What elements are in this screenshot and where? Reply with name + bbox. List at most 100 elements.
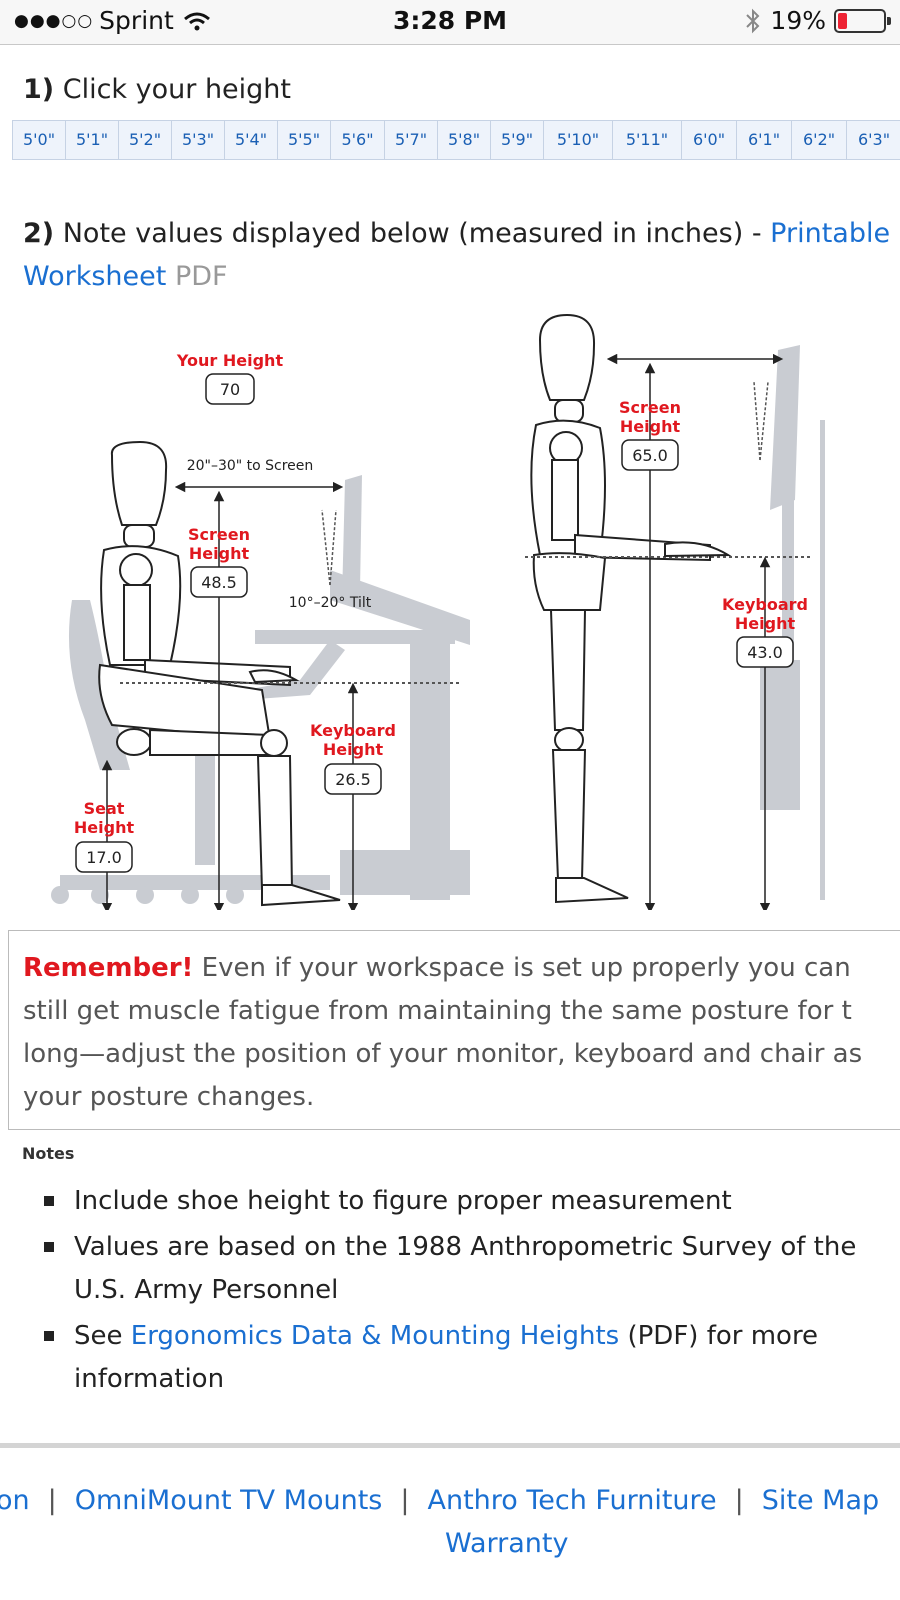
stand-screen-label2: Height <box>620 417 681 436</box>
footer-link-warranty[interactable]: Warranty <box>445 1528 569 1559</box>
footer-link-sitemap[interactable]: Site Map <box>761 1485 880 1516</box>
sit-screen-box <box>190 566 248 598</box>
status-bar: ●●●○○ Sprint 3:28 PM 19% <box>0 0 900 45</box>
screen-distance-label: 20"–30" to Screen <box>187 458 314 474</box>
note-text-3b: information <box>74 1364 225 1394</box>
status-left: ●●●○○ Sprint <box>14 6 212 35</box>
remember-line3: long—adjust the position of your monitor… <box>23 1039 863 1069</box>
height-button-5-2[interactable]: 5'2" <box>119 121 172 159</box>
seat-box <box>75 841 133 873</box>
worksheet-link[interactable]: Worksheet <box>23 261 167 292</box>
carrier-name: Sprint <box>99 6 174 35</box>
height-button-5-5[interactable]: 5'5" <box>278 121 331 159</box>
height-button-6-2[interactable]: 6'2" <box>792 121 847 159</box>
stand-tilt-line-a <box>753 381 761 461</box>
status-right: 19% <box>744 6 891 35</box>
height-button-5-11[interactable]: 5'11" <box>613 121 682 159</box>
footer-divider <box>0 1443 900 1448</box>
remember-text1: Even if your workspace is set up properl… <box>193 953 851 983</box>
height-button-6-0[interactable]: 6'0" <box>682 121 737 159</box>
seat-value: 17.0 <box>86 848 122 867</box>
note-item-3: See Ergonomics Data & Mounting Heights (… <box>40 1315 900 1401</box>
step1-text: Click your height <box>62 74 292 105</box>
your-height-value: 70 <box>220 380 240 399</box>
step2-number: 2) <box>23 218 55 249</box>
remember-line2: still get muscle fatigue from maintainin… <box>23 996 852 1026</box>
note-text-1: Include shoe height to figure proper mea… <box>74 1186 732 1216</box>
stand-keyboard-label1: Keyboard <box>722 595 808 614</box>
your-height-label: Your Height <box>176 351 284 370</box>
bullet-icon <box>44 1242 54 1252</box>
note-text-3-post: (PDF) for more <box>619 1321 819 1351</box>
sit-screen-label2: Height <box>189 544 250 563</box>
ergonomic-diagram: Your Height 70 20"–30" to Screen 10°–20°… <box>51 313 825 910</box>
stand-keyboard-box <box>736 636 794 668</box>
footer-separator: | <box>734 1485 744 1516</box>
stand-keyboard <box>664 541 732 558</box>
footer-link-on[interactable]: on <box>0 1485 30 1516</box>
notes-list: Include shoe height to figure proper mea… <box>40 1180 900 1404</box>
step2-text: Note values displayed below (measured in… <box>62 218 771 249</box>
wifi-icon <box>183 12 210 30</box>
sit-keyboard-box <box>324 763 382 795</box>
height-button-6-1[interactable]: 6'1" <box>737 121 792 159</box>
height-button-6-3[interactable]: 6'3" <box>847 121 900 159</box>
height-button-5-1[interactable]: 5'1" <box>66 121 119 159</box>
sit-screen-value: 48.5 <box>201 573 237 592</box>
standing-figure <box>530 313 711 904</box>
footer-link-omnimount[interactable]: OmniMount TV Mounts <box>74 1485 383 1516</box>
height-button-5-9[interactable]: 5'9" <box>491 121 544 159</box>
step1-heading: 1) Click your height <box>23 74 291 105</box>
height-button-5-3[interactable]: 5'3" <box>172 121 225 159</box>
height-button-5-8[interactable]: 5'8" <box>438 121 491 159</box>
clock: 3:28 PM <box>392 6 508 35</box>
note-text-2b: U.S. Army Personnel <box>74 1275 339 1305</box>
stand-tilt-line-b <box>759 381 769 461</box>
stand-keyboard-value: 43.0 <box>747 643 783 662</box>
signal-icon: ●●●○○ <box>14 10 94 31</box>
remember-line1: Remember! Even if your workspace is set … <box>23 947 900 990</box>
footer-row-1: on | OmniMount TV Mounts | Anthro Tech Furni… <box>0 1485 879 1516</box>
step2-heading: 2) Note values displayed below (measured… <box>23 212 900 298</box>
desk-silhouette <box>245 475 470 900</box>
footer-row-2: Warranty <box>445 1528 568 1559</box>
tilt-line-b <box>329 509 337 586</box>
height-button-5-0[interactable]: 5'0" <box>13 121 66 159</box>
battery-percent: 19% <box>770 6 826 35</box>
sit-keyboard-label2: Height <box>323 740 384 759</box>
bullet-icon <box>44 1331 54 1341</box>
pdf-label: PDF <box>174 261 228 292</box>
note-item-1: Include shoe height to figure proper mea… <box>40 1180 900 1223</box>
step1-number: 1) <box>23 74 55 105</box>
stand-keyboard-label2: Height <box>735 614 796 633</box>
note-item-2: Values are based on the 1988 Anthropomet… <box>40 1226 900 1312</box>
note-text-3-pre: See <box>74 1321 131 1351</box>
remember-title: Remember! <box>23 953 194 983</box>
ergonomics-data-link[interactable]: Ergonomics Data & Mounting Heights <box>130 1321 620 1351</box>
notes-title: Notes <box>22 1144 75 1163</box>
remember-box: Remember! Even if your workspace is set … <box>8 930 900 1130</box>
bullet-icon <box>44 1196 54 1206</box>
sit-keyboard-value: 26.5 <box>335 770 371 789</box>
seat-label1: Seat <box>84 799 125 818</box>
sit-keyboard-label1: Keyboard <box>310 721 396 740</box>
height-button-5-10[interactable]: 5'10" <box>544 121 613 159</box>
remember-line4: your posture changes. <box>23 1082 315 1112</box>
stand-screen-value: 65.0 <box>632 446 668 465</box>
height-button-5-7[interactable]: 5'7" <box>385 121 438 159</box>
printable-link[interactable]: Printable <box>770 218 891 249</box>
seated-figure <box>98 440 341 907</box>
stand-screen-label1: Screen <box>619 398 681 417</box>
tilt-label: 10°–20° Tilt <box>289 595 372 611</box>
battery-icon <box>834 8 891 33</box>
height-button-5-4[interactable]: 5'4" <box>225 121 278 159</box>
footer-separator: | <box>400 1485 410 1516</box>
your-height-box <box>205 373 255 405</box>
height-button-5-6[interactable]: 5'6" <box>331 121 385 159</box>
sit-keyboard <box>248 669 300 684</box>
stand-screen-box <box>621 439 679 471</box>
sit-screen-label1: Screen <box>188 525 250 544</box>
tilt-line-a <box>321 509 331 586</box>
footer-link-anthro[interactable]: Anthro Tech Furniture <box>427 1485 717 1516</box>
height-selector: 5'0" 5'1" 5'2" 5'3" 5'4" 5'5" 5'6" 5'7" … <box>12 120 900 160</box>
